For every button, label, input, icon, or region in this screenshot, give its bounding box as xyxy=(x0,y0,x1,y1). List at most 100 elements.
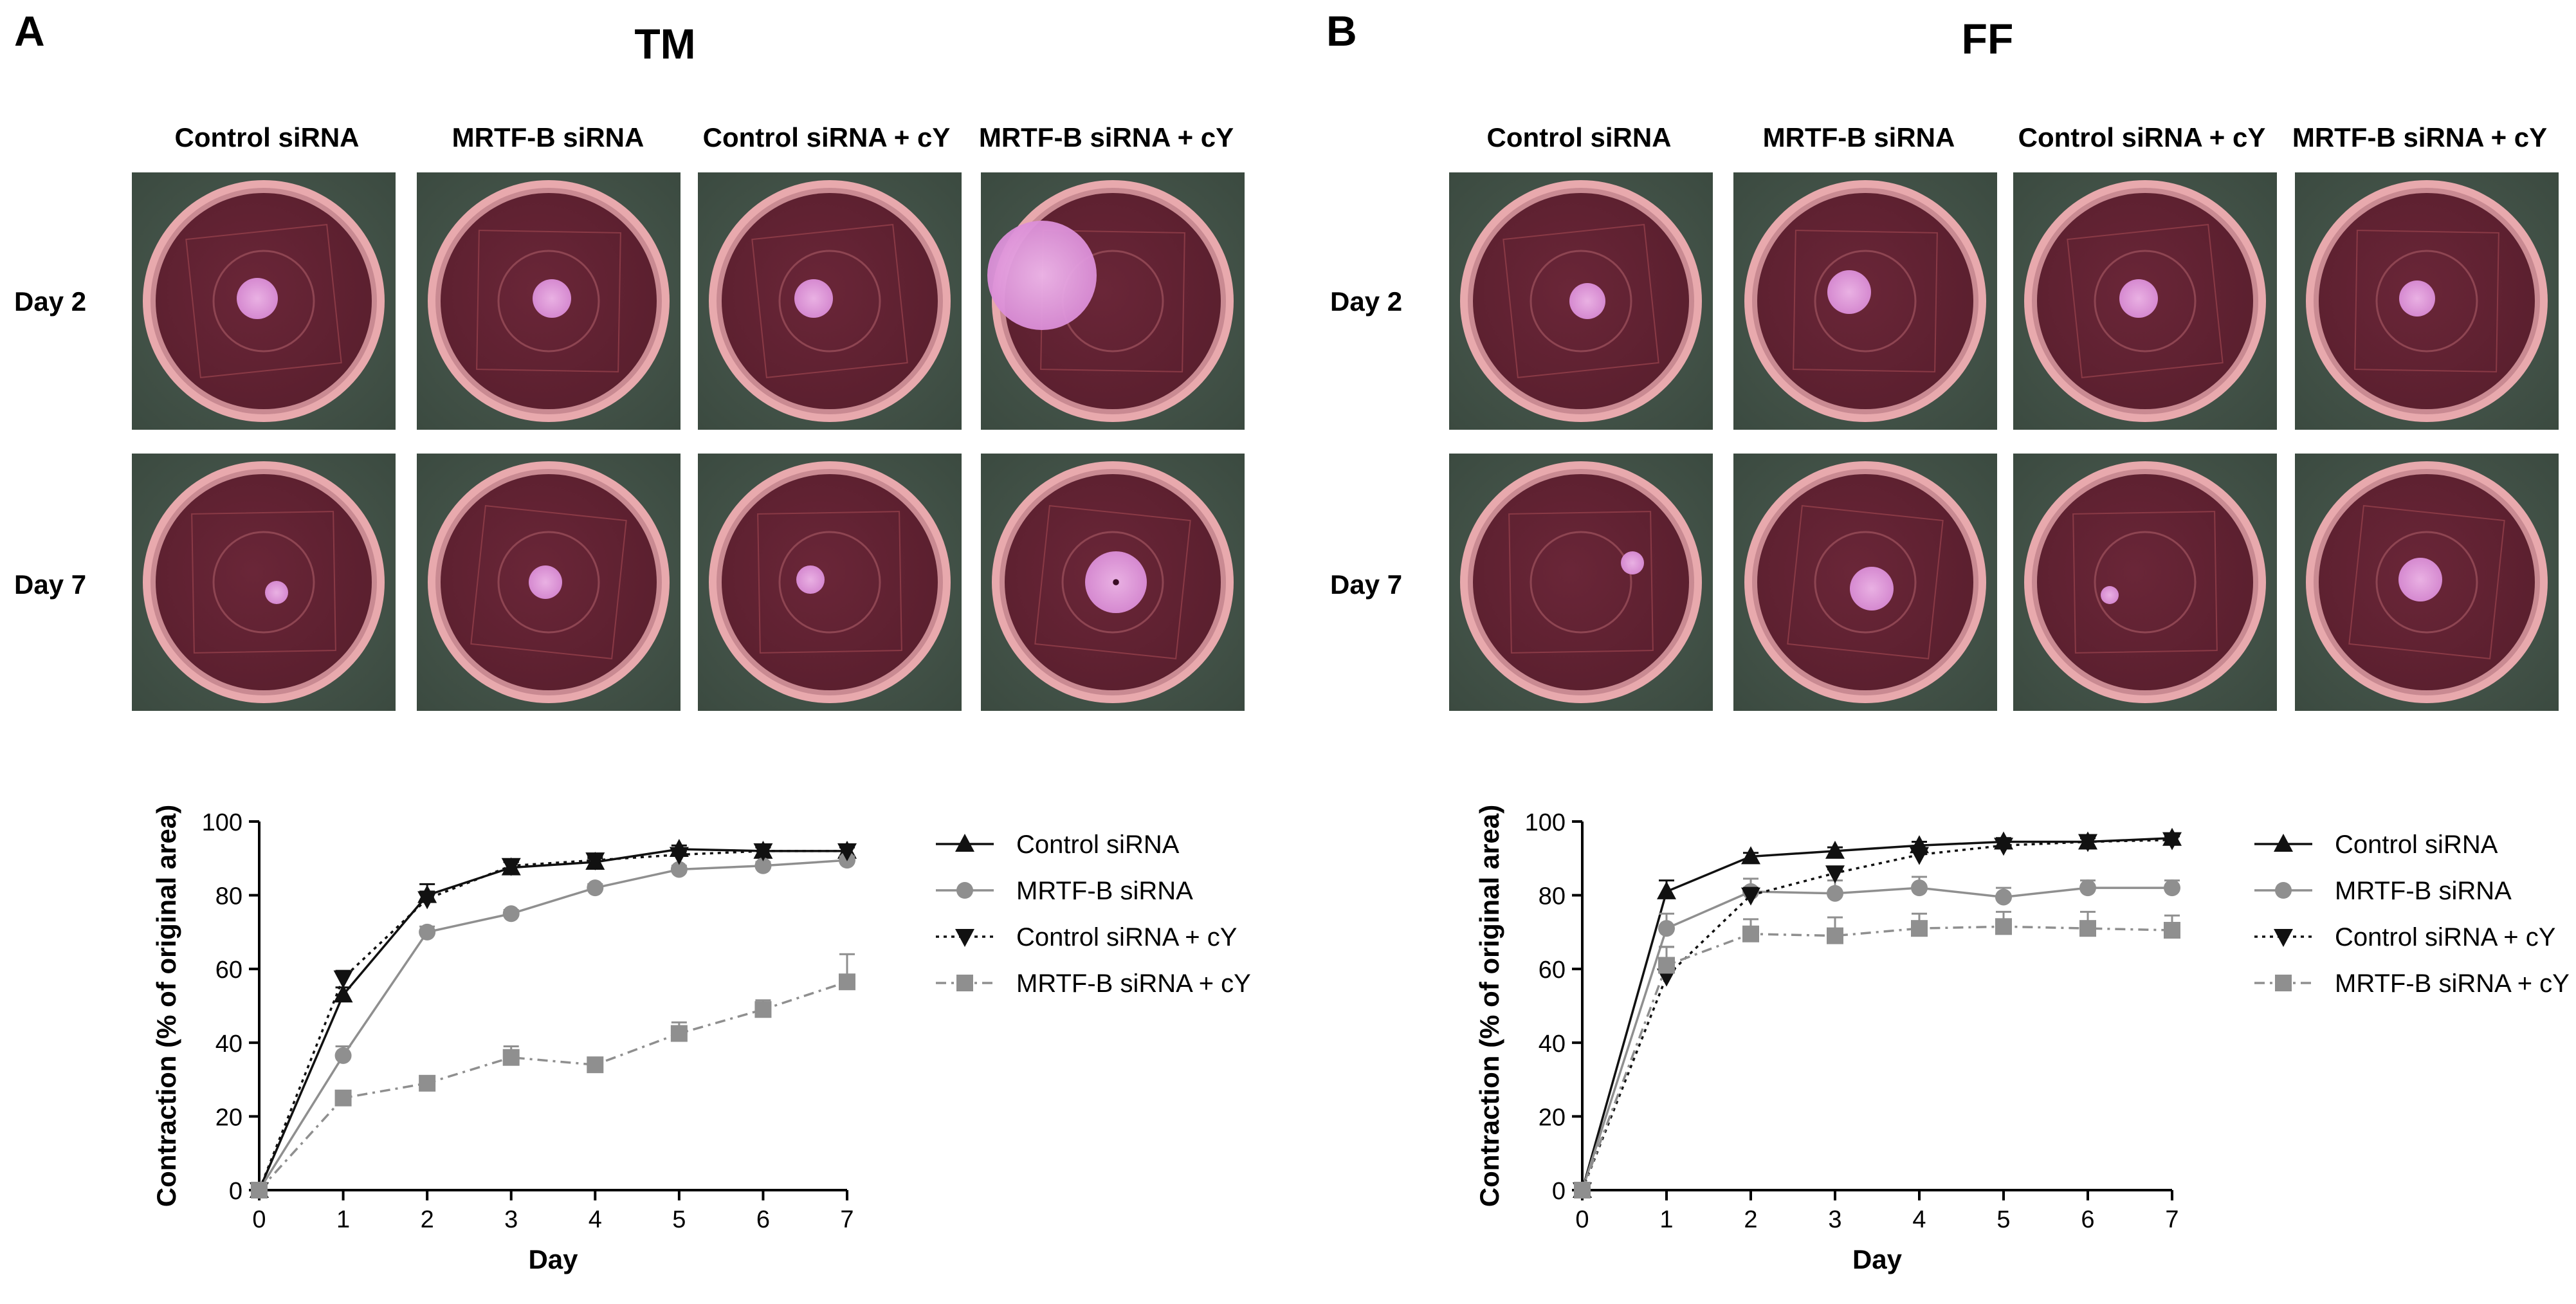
x-tick-label: 3 xyxy=(1828,1206,1841,1233)
data-point xyxy=(1911,879,1928,897)
legend-label: Control siRNA + cY xyxy=(2335,923,2555,951)
data-point xyxy=(2078,834,2097,852)
data-point xyxy=(419,923,436,941)
x-tick-label: 0 xyxy=(252,1206,266,1233)
data-point xyxy=(2079,879,2096,897)
data-point xyxy=(333,970,353,989)
legend-label: MRTF-B siRNA xyxy=(2335,877,2512,905)
legend-entry: Control siRNA xyxy=(2254,831,2498,859)
row-label-a-day2: Day 2 xyxy=(14,286,87,317)
data-point xyxy=(587,879,604,897)
series-0 xyxy=(250,838,857,1198)
data-point xyxy=(2162,832,2182,850)
x-tick-label: 4 xyxy=(589,1206,602,1233)
legend-label: Control siRNA + cY xyxy=(1016,923,1237,951)
dish-photo xyxy=(2295,454,2559,711)
data-point xyxy=(670,1025,688,1042)
data-point xyxy=(417,891,437,910)
legend-label: MRTF-B siRNA + cY xyxy=(1016,969,1251,998)
x-tick-label: 5 xyxy=(1996,1206,2010,1233)
y-tick-label: 80 xyxy=(215,883,242,910)
row-label-a-day7: Day 7 xyxy=(14,569,87,600)
series-line xyxy=(1581,838,2173,1191)
x-tick-label: 6 xyxy=(2081,1206,2094,1233)
data-point xyxy=(502,1049,520,1066)
data-point xyxy=(1825,840,1845,859)
data-point xyxy=(419,1074,436,1092)
legend-entry: MRTF-B siRNA xyxy=(2254,877,2512,905)
data-point xyxy=(1825,865,1845,884)
data-point xyxy=(670,861,688,878)
data-point xyxy=(2164,879,2180,897)
data-point xyxy=(2079,920,2096,937)
row-label-b-day2: Day 2 xyxy=(1330,286,1403,317)
data-point xyxy=(585,852,605,871)
data-point xyxy=(333,984,353,1003)
data-point xyxy=(334,1089,352,1107)
x-tick-label: 2 xyxy=(421,1206,434,1233)
column-label-a-1: Control siRNA xyxy=(174,122,360,152)
panel-title-a: TM xyxy=(634,20,696,68)
y-tick-label: 80 xyxy=(1539,883,1566,910)
data-point xyxy=(839,973,855,991)
dish-photo xyxy=(2013,172,2277,430)
y-tick-label: 100 xyxy=(202,809,242,836)
y-tick-label: 20 xyxy=(215,1104,242,1131)
series-line xyxy=(1581,837,2173,1191)
x-tick-label: 2 xyxy=(1744,1206,1757,1233)
y-tick-label: 0 xyxy=(229,1178,242,1205)
legend-entry: MRTF-B siRNA + cY xyxy=(936,969,1251,998)
dish-photo xyxy=(132,172,396,430)
legend-marker xyxy=(2274,929,2293,947)
y-tick-label: 20 xyxy=(1539,1104,1566,1131)
y-tick-label: 100 xyxy=(1525,809,1566,836)
data-point xyxy=(334,1047,352,1064)
data-point xyxy=(1658,920,1675,937)
dish-photo xyxy=(132,454,396,711)
data-point xyxy=(251,1182,268,1198)
column-label-b-2: MRTF-B siRNA xyxy=(1762,122,1955,152)
series-2 xyxy=(250,843,857,1200)
data-point xyxy=(837,843,857,861)
legend-marker xyxy=(956,975,973,991)
legend-label: Control siRNA xyxy=(1016,831,1180,859)
legend-marker xyxy=(956,882,973,899)
x-tick-label: 7 xyxy=(2165,1206,2179,1233)
data-point xyxy=(587,1056,604,1074)
data-point xyxy=(1574,1182,1591,1198)
legend-entry: Control siRNA + cY xyxy=(936,923,1237,951)
y-tick-label: 40 xyxy=(1539,1031,1566,1058)
legend-marker xyxy=(2274,834,2293,852)
y-axis-label: Contraction (% of original area) xyxy=(1474,805,1504,1207)
series-1 xyxy=(251,852,855,1198)
legend-label: MRTF-B siRNA xyxy=(1016,877,1193,905)
legend-entry: Control siRNA + cY xyxy=(2254,923,2555,951)
x-tick-label: 7 xyxy=(840,1206,854,1233)
y-tick-label: 60 xyxy=(1539,957,1566,984)
x-tick-label: 5 xyxy=(672,1206,686,1233)
y-tick-label: 0 xyxy=(1552,1178,1566,1205)
x-tick-label: 6 xyxy=(756,1206,770,1233)
series-line xyxy=(258,980,848,1191)
legend-label: MRTF-B siRNA + cY xyxy=(2335,969,2570,998)
x-axis-label: Day xyxy=(1852,1244,1903,1274)
series-1 xyxy=(1574,876,2180,1198)
legend-entry: Control siRNA xyxy=(936,831,1180,859)
dish-photo xyxy=(417,454,681,711)
panel-letter-a: A xyxy=(14,7,45,55)
x-axis-label: Day xyxy=(528,1244,578,1274)
legend-marker xyxy=(2275,975,2292,991)
dish-photo xyxy=(417,172,681,430)
dish-photo xyxy=(1733,172,1997,430)
series-line xyxy=(1581,886,2172,1191)
dish-photo xyxy=(981,454,1245,711)
y-axis-label: Contraction (% of original area) xyxy=(151,805,181,1207)
y-tick-label: 40 xyxy=(215,1031,242,1058)
dish-photo xyxy=(698,172,962,430)
data-point xyxy=(1994,838,2013,856)
dish-photo xyxy=(2295,172,2559,430)
dish-photo xyxy=(1449,454,1713,711)
x-tick-label: 0 xyxy=(1575,1206,1589,1233)
x-tick-label: 1 xyxy=(336,1206,350,1233)
